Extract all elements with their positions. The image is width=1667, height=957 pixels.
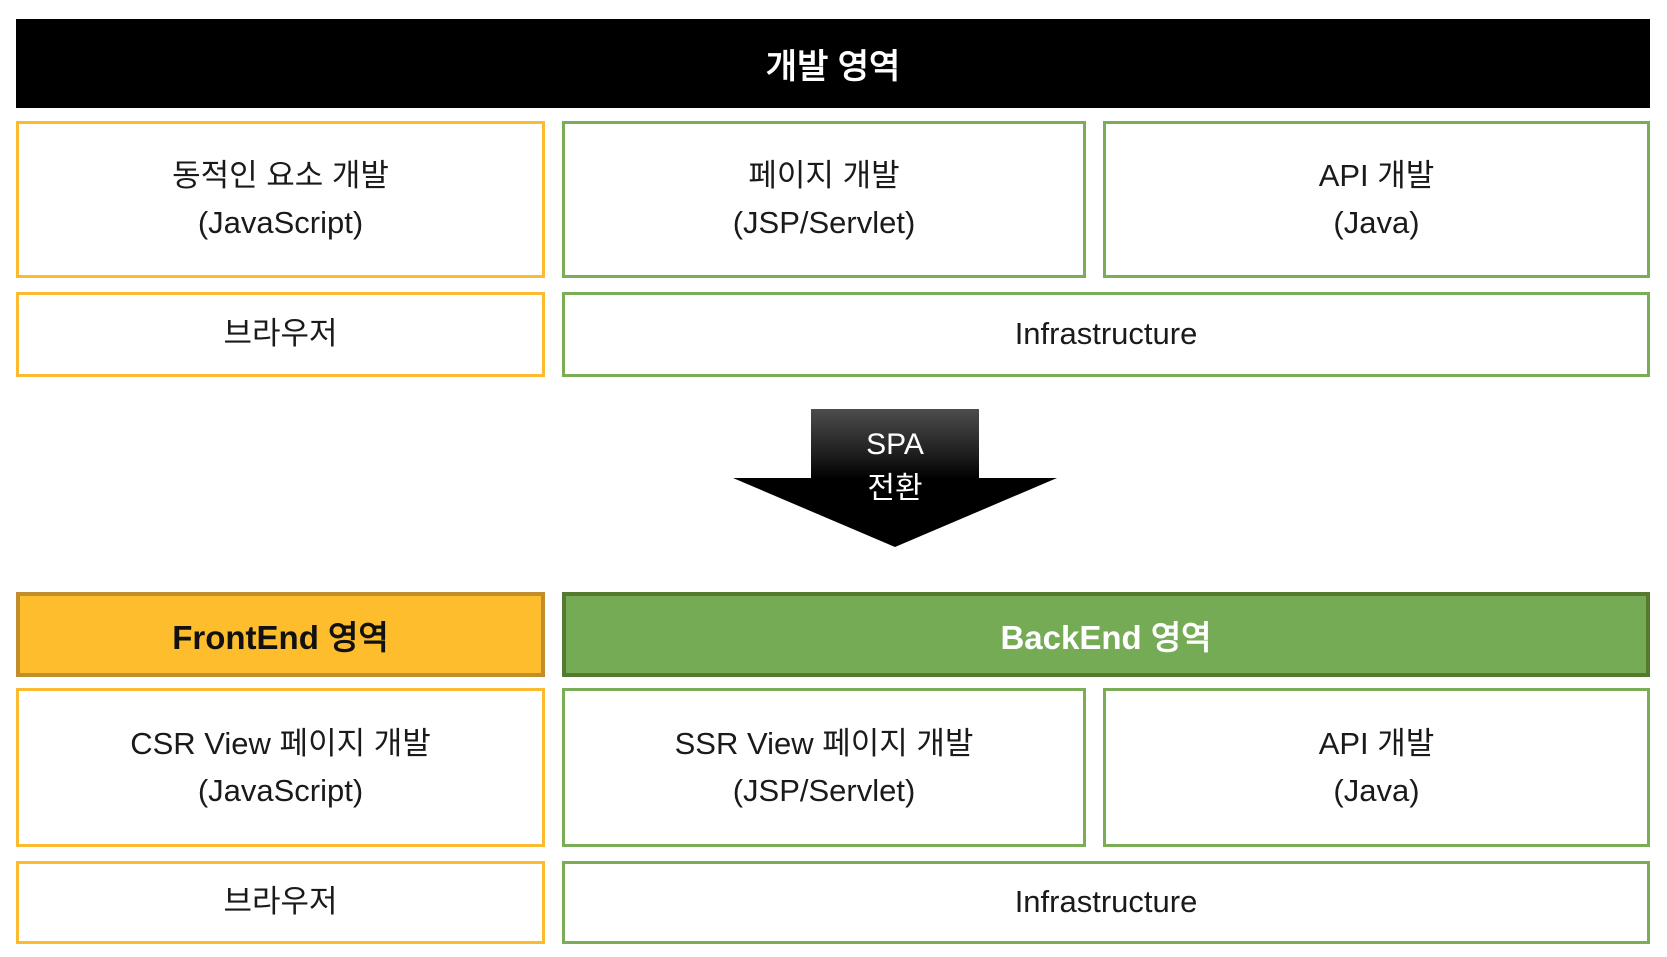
dev-area-header: 개발 영역	[16, 19, 1650, 108]
frontend-area-header: FrontEnd 영역	[16, 592, 545, 677]
bottom-header-row: FrontEnd 영역 BackEnd 영역	[16, 592, 1650, 677]
box-infrastructure-bottom: Infrastructure	[562, 861, 1650, 944]
frontend-area-title: FrontEnd 영역	[172, 618, 389, 656]
box-csr-view-dev: CSR View 페이지 개발 (JavaScript)	[16, 688, 545, 847]
box-subtitle: (Java)	[1333, 204, 1420, 240]
box-dynamic-elements-dev: 동적인 요소 개발 (JavaScript)	[16, 121, 545, 278]
arrow-down-icon	[733, 478, 1057, 547]
box-subtitle: (JSP/Servlet)	[732, 204, 916, 240]
box-title: SSR View 페이지 개발	[674, 726, 974, 761]
dev-area-title: 개발 영역	[765, 48, 901, 86]
arrow-label: SPA 전환	[733, 423, 1057, 511]
arrow-shaft	[811, 409, 979, 479]
box-browser: 브라우저	[16, 292, 545, 377]
bottom-row-1: CSR View 페이지 개발 (JavaScript) SSR View 페이…	[16, 688, 1650, 847]
box-page-dev: 페이지 개발 (JSP/Servlet)	[562, 121, 1086, 278]
backend-area-header: BackEnd 영역	[562, 592, 1650, 677]
arrow-label-line2: 전환	[867, 472, 923, 505]
backend-area-title: BackEnd 영역	[1000, 618, 1212, 656]
box-subtitle: (JavaScript)	[197, 204, 364, 240]
spa-transition-arrow: SPA 전환	[733, 409, 1057, 547]
box-subtitle: (JavaScript)	[197, 772, 364, 808]
box-title: 브라우저	[223, 316, 338, 352]
box-api-dev: API 개발 (Java)	[1103, 121, 1650, 278]
box-subtitle: (Java)	[1333, 772, 1420, 808]
box-subtitle: (JSP/Servlet)	[732, 772, 916, 808]
box-title: 페이지 개발	[748, 158, 900, 193]
box-browser-bottom: 브라우저	[16, 861, 545, 944]
box-title: Infrastructure	[1014, 316, 1198, 352]
box-title: CSR View 페이지 개발	[130, 726, 431, 761]
box-title: API 개발	[1318, 726, 1435, 761]
spa-transition-zone: SPA 전환	[16, 377, 1650, 592]
bottom-row-2: 브라우저 Infrastructure	[16, 861, 1650, 944]
box-api-dev-bottom: API 개발 (Java)	[1103, 688, 1650, 847]
box-title: 동적인 요소 개발	[172, 158, 389, 193]
box-ssr-view-dev: SSR View 페이지 개발 (JSP/Servlet)	[562, 688, 1086, 847]
box-title: 브라우저	[223, 884, 338, 920]
box-infrastructure: Infrastructure	[562, 292, 1650, 377]
top-row-2: 브라우저 Infrastructure	[16, 292, 1650, 377]
arrow-label-line1: SPA	[866, 428, 924, 461]
top-row-1: 동적인 요소 개발 (JavaScript) 페이지 개발 (JSP/Servl…	[16, 121, 1650, 278]
box-title: Infrastructure	[1014, 884, 1198, 920]
box-title: API 개발	[1318, 158, 1435, 193]
